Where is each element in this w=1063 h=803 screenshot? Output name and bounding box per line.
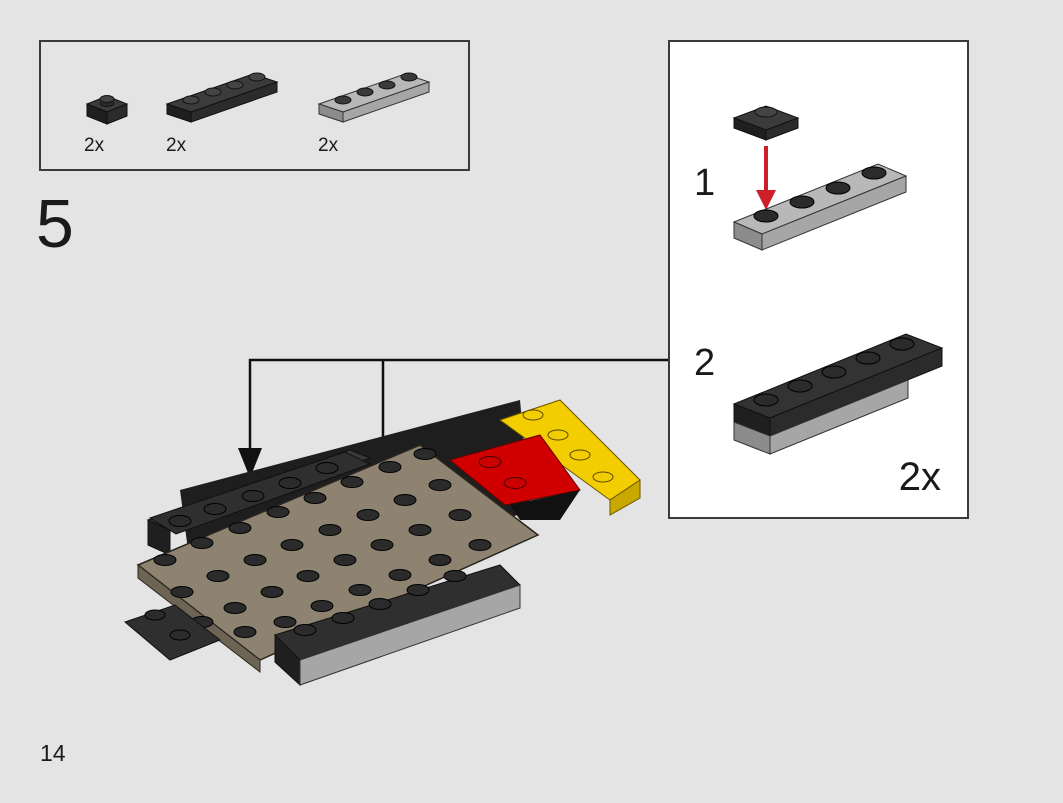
parts-list: 2x 2x 2x: [39, 40, 470, 171]
sub-step-number: 1: [694, 162, 716, 204]
sub-step-2-illustration: [732, 333, 944, 455]
page-number: 14: [40, 740, 66, 766]
step-number: 5: [36, 186, 74, 262]
sub-step-1-illustration: [732, 105, 908, 251]
part-quantity: 2x: [84, 135, 105, 156]
part-quantity: 2x: [166, 135, 187, 156]
part-quantity: 2x: [318, 135, 339, 156]
arrow-down-icon: [238, 448, 262, 478]
callout-quantity: 2x: [898, 455, 941, 499]
model-assembly-illustration: [124, 358, 668, 687]
sub-step-number: 2: [694, 342, 716, 384]
plate-1x4-dark-icon: [165, 72, 279, 123]
sub-assembly-callout: 1 2 2x: [668, 40, 969, 519]
plate-1x1-dark-icon: [85, 95, 129, 125]
plate-1x4-light-gray-icon: [317, 72, 431, 123]
